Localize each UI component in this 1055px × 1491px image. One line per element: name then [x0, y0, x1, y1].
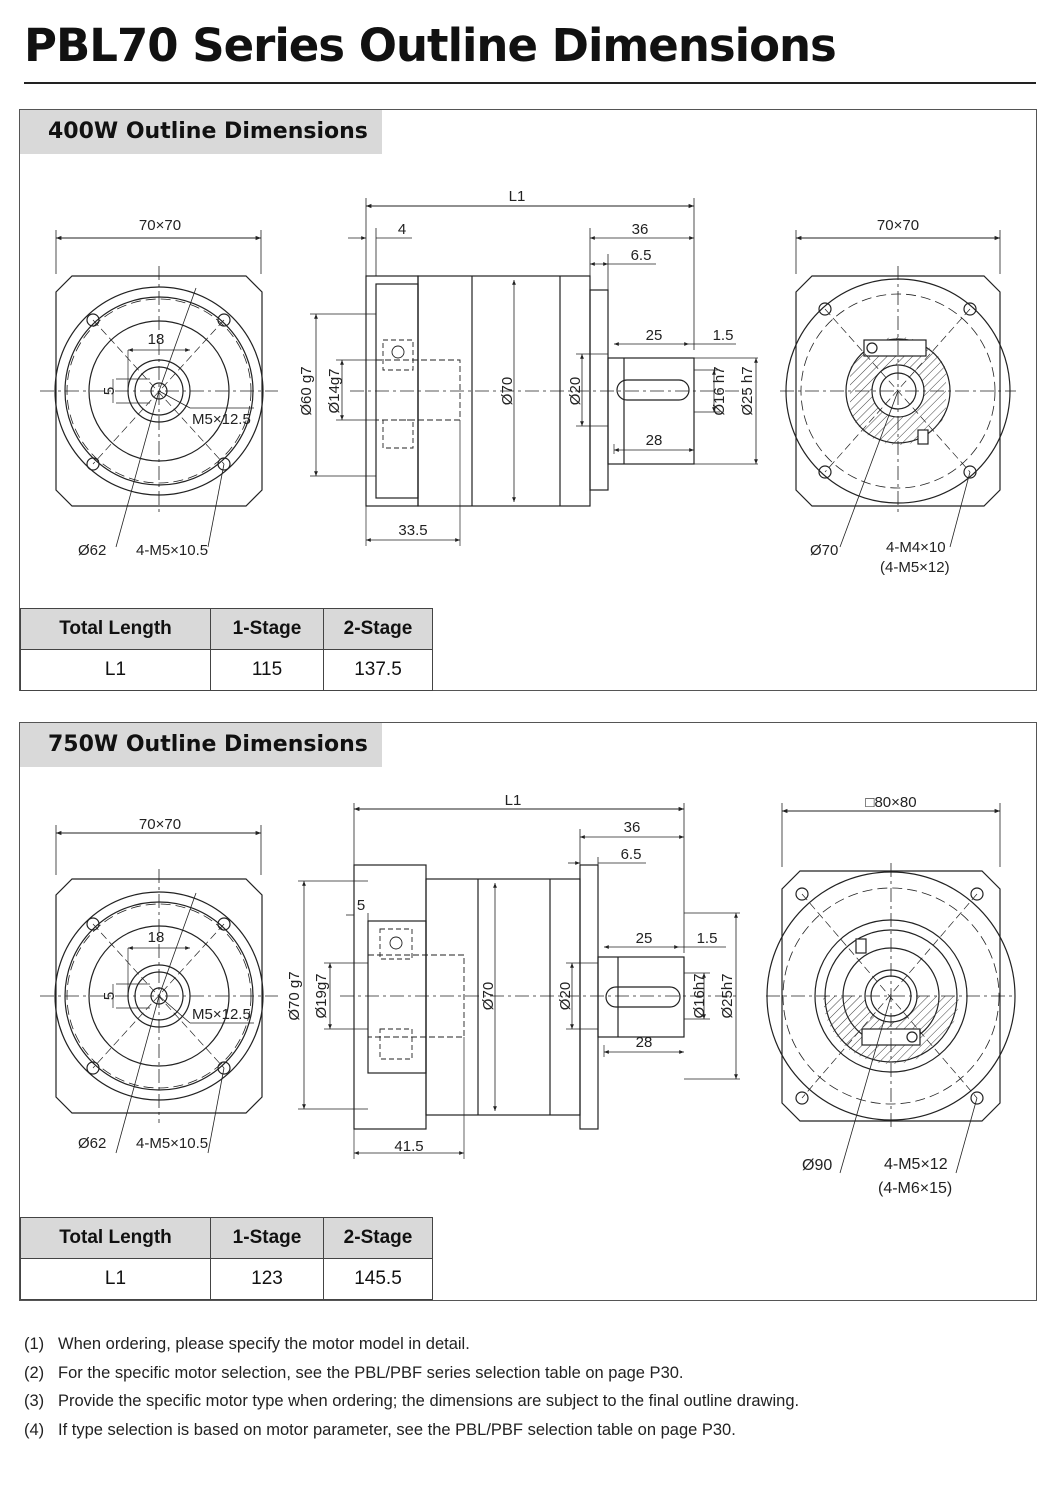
note-number: (4)	[24, 1420, 45, 1439]
key-width-label: 5	[101, 992, 118, 1000]
bore-offset-label: 18	[148, 331, 165, 348]
note-number: (2)	[24, 1363, 45, 1382]
outline-drawing-750w: 70×70 18 5 M5×12.5 Ø62 4-M5×10.5 L1 5 36…	[40, 792, 1016, 1197]
key-dia-label: Ø16h7	[691, 973, 708, 1018]
note-item: (1) When ordering, please specify the mot…	[24, 1330, 799, 1359]
holes-right-label: 4-M4×10	[886, 539, 946, 556]
pcd-left-label: Ø62	[78, 542, 106, 559]
table-cell: 123	[210, 1258, 324, 1300]
table-header: 1-Stage	[210, 1217, 324, 1259]
holes-right-label: 4-M5×12	[884, 1156, 948, 1173]
spigot-dia-label: Ø70 g7	[286, 971, 303, 1020]
key-offset-label: 1.5	[697, 930, 718, 947]
flange-size-right: 70×70	[877, 217, 919, 234]
shaft-dia-label: Ø25 h7	[739, 366, 756, 415]
table-header: Total Length	[20, 608, 211, 650]
note-item: (3) Provide the specific motor type when …	[24, 1387, 799, 1416]
input-depth-label: 41.5	[394, 1138, 423, 1155]
input-bore-label: Ø19g7	[313, 973, 330, 1018]
key-length-label: 25	[636, 930, 653, 947]
note-text: When ordering, please specify the motor …	[58, 1335, 470, 1353]
input-bore-label: Ø14g7	[326, 368, 343, 413]
left-view	[40, 825, 278, 1154]
note-text: For the specific motor selection, see th…	[58, 1363, 684, 1382]
shoulder-dia-label: Ø20	[557, 982, 574, 1010]
section-heading: 400W Outline Dimensions	[20, 110, 382, 154]
shaft-length-label: 36	[632, 221, 649, 238]
table-header: 2-Stage	[323, 1217, 433, 1259]
side-view	[310, 198, 758, 546]
pcd-right-label: Ø70	[810, 542, 838, 559]
holes-right-alt-label: (4-M5×12)	[880, 559, 950, 576]
key-position-label: 28	[646, 432, 663, 449]
total-length-label: L1	[509, 188, 526, 205]
section-400w: 400W Outline Dimensions	[19, 109, 1037, 691]
spigot-dia-label: Ø60 g7	[298, 366, 315, 415]
note-number: (3)	[24, 1392, 45, 1410]
key-dia-label: Ø16 h7	[711, 366, 728, 415]
flange-size-left: 70×70	[139, 816, 181, 833]
note-item: (2) For the specific motor selection, see…	[24, 1359, 799, 1388]
page-title: PBL70 Series Outline Dimensions	[24, 19, 837, 72]
pcd-left-label: Ø62	[78, 1135, 106, 1152]
section-750w: 750W Outline Dimensions	[19, 722, 1037, 1301]
thread-label-left: M5×12.5	[192, 411, 251, 428]
body-dia-label: Ø70	[499, 377, 516, 405]
shaft-shoulder-label: 6.5	[631, 247, 652, 264]
total-length-table: Total Length 1-Stage 2-Stage L1 123 145.…	[20, 1217, 433, 1300]
key-offset-label: 1.5	[713, 327, 734, 344]
holes-left-label: 4-M5×10.5	[136, 1135, 208, 1152]
table-row: L1 123 145.5	[20, 1258, 433, 1300]
table-header-row: Total Length 1-Stage 2-Stage	[20, 1217, 433, 1259]
table-cell: 137.5	[323, 649, 433, 691]
flange-size-left: 70×70	[139, 217, 181, 234]
table-row: L1 115 137.5	[20, 649, 433, 691]
left-view	[40, 230, 278, 548]
section-heading: 750W Outline Dimensions	[20, 723, 382, 767]
right-view	[780, 230, 1016, 548]
right-view	[766, 803, 1016, 1174]
key-length-label: 25	[646, 327, 663, 344]
side-view	[298, 803, 740, 1159]
table-header: 1-Stage	[210, 608, 324, 650]
key-width-label: 5	[101, 387, 118, 395]
table-header: Total Length	[20, 1217, 211, 1259]
holes-right-alt-label: (4-M6×15)	[878, 1180, 952, 1197]
table-header-row: Total Length 1-Stage 2-Stage	[20, 608, 433, 650]
shaft-shoulder-label: 6.5	[621, 846, 642, 863]
shoulder-dia-label: Ø20	[567, 377, 584, 405]
table-cell: 115	[210, 649, 324, 691]
note-item: (4) If type selection is based on motor p…	[24, 1416, 799, 1445]
total-length-table: Total Length 1-Stage 2-Stage L1 115 137.…	[20, 608, 433, 691]
flange-thickness-label: 4	[398, 221, 406, 238]
table-header: 2-Stage	[323, 608, 433, 650]
note-text: Provide the specific motor type when ord…	[58, 1392, 800, 1410]
title-rule	[24, 82, 1036, 84]
bore-offset-label: 18	[148, 929, 165, 946]
pcd-right-label: Ø90	[802, 1157, 832, 1174]
thread-label-left: M5×12.5	[192, 1006, 251, 1023]
table-cell: L1	[20, 649, 211, 691]
total-length-label: L1	[505, 792, 522, 809]
shaft-length-label: 36	[624, 819, 641, 836]
flange-thickness-label: 5	[357, 897, 365, 914]
notes-list: (1) When ordering, please specify the mot…	[24, 1330, 799, 1444]
input-depth-label: 33.5	[398, 522, 427, 539]
flange-size-right: □80×80	[865, 794, 916, 811]
table-cell: 145.5	[323, 1258, 433, 1300]
body-dia-label: Ø70	[480, 982, 497, 1010]
holes-left-label: 4-M5×10.5	[136, 542, 208, 559]
note-text: If type selection is based on motor para…	[58, 1420, 736, 1439]
shaft-dia-label: Ø25h7	[719, 973, 736, 1018]
table-cell: L1	[20, 1258, 211, 1300]
note-number: (1)	[24, 1335, 45, 1353]
key-position-label: 28	[636, 1034, 653, 1051]
outline-drawing-400w: 70×70 18 5 M5×12.5 Ø62 4-M5×10.5 L1 4 36…	[40, 188, 1016, 576]
